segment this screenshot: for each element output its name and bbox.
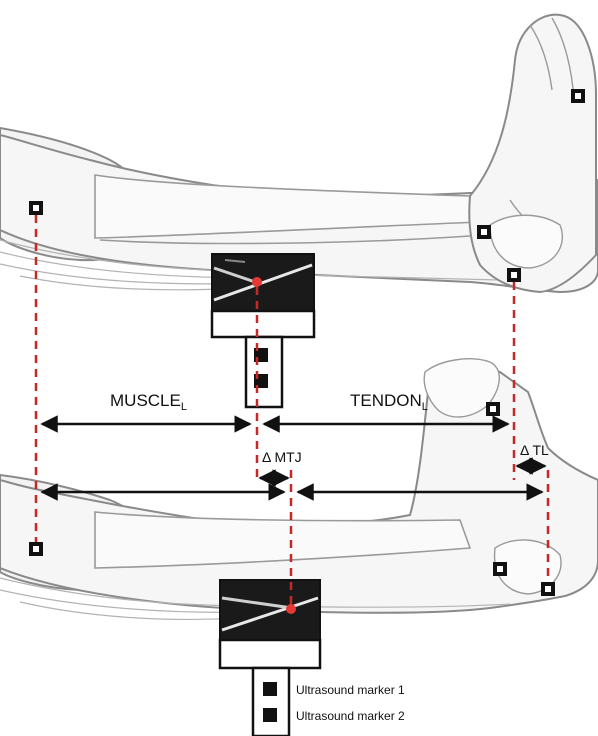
upper-leg-illustration (0, 15, 598, 292)
mtj-dot-bottom (286, 604, 296, 614)
delta-mtj-label: Δ MTJ (262, 449, 302, 465)
tendon-length-label: TENDONL (350, 391, 428, 413)
legend-marker-2-swatch (263, 708, 277, 722)
legend-marker-2-label: Ultrasound marker 2 (296, 709, 405, 723)
muscle-length-label: MUSCLEL (110, 391, 187, 413)
probe-handle-bottom (253, 668, 289, 736)
mtj-dot-top (252, 277, 262, 287)
probe-head-top (212, 311, 314, 337)
probe-handle-top (246, 337, 282, 407)
legend-marker-1-swatch (263, 682, 277, 696)
ultrasound-image-bottom (220, 580, 320, 640)
ultrasound-probe-top (212, 254, 314, 407)
legend-marker-1-label: Ultrasound marker 1 (296, 683, 405, 697)
delta-tl-label: Δ TL (520, 442, 549, 458)
probe-head-bottom (220, 640, 320, 668)
